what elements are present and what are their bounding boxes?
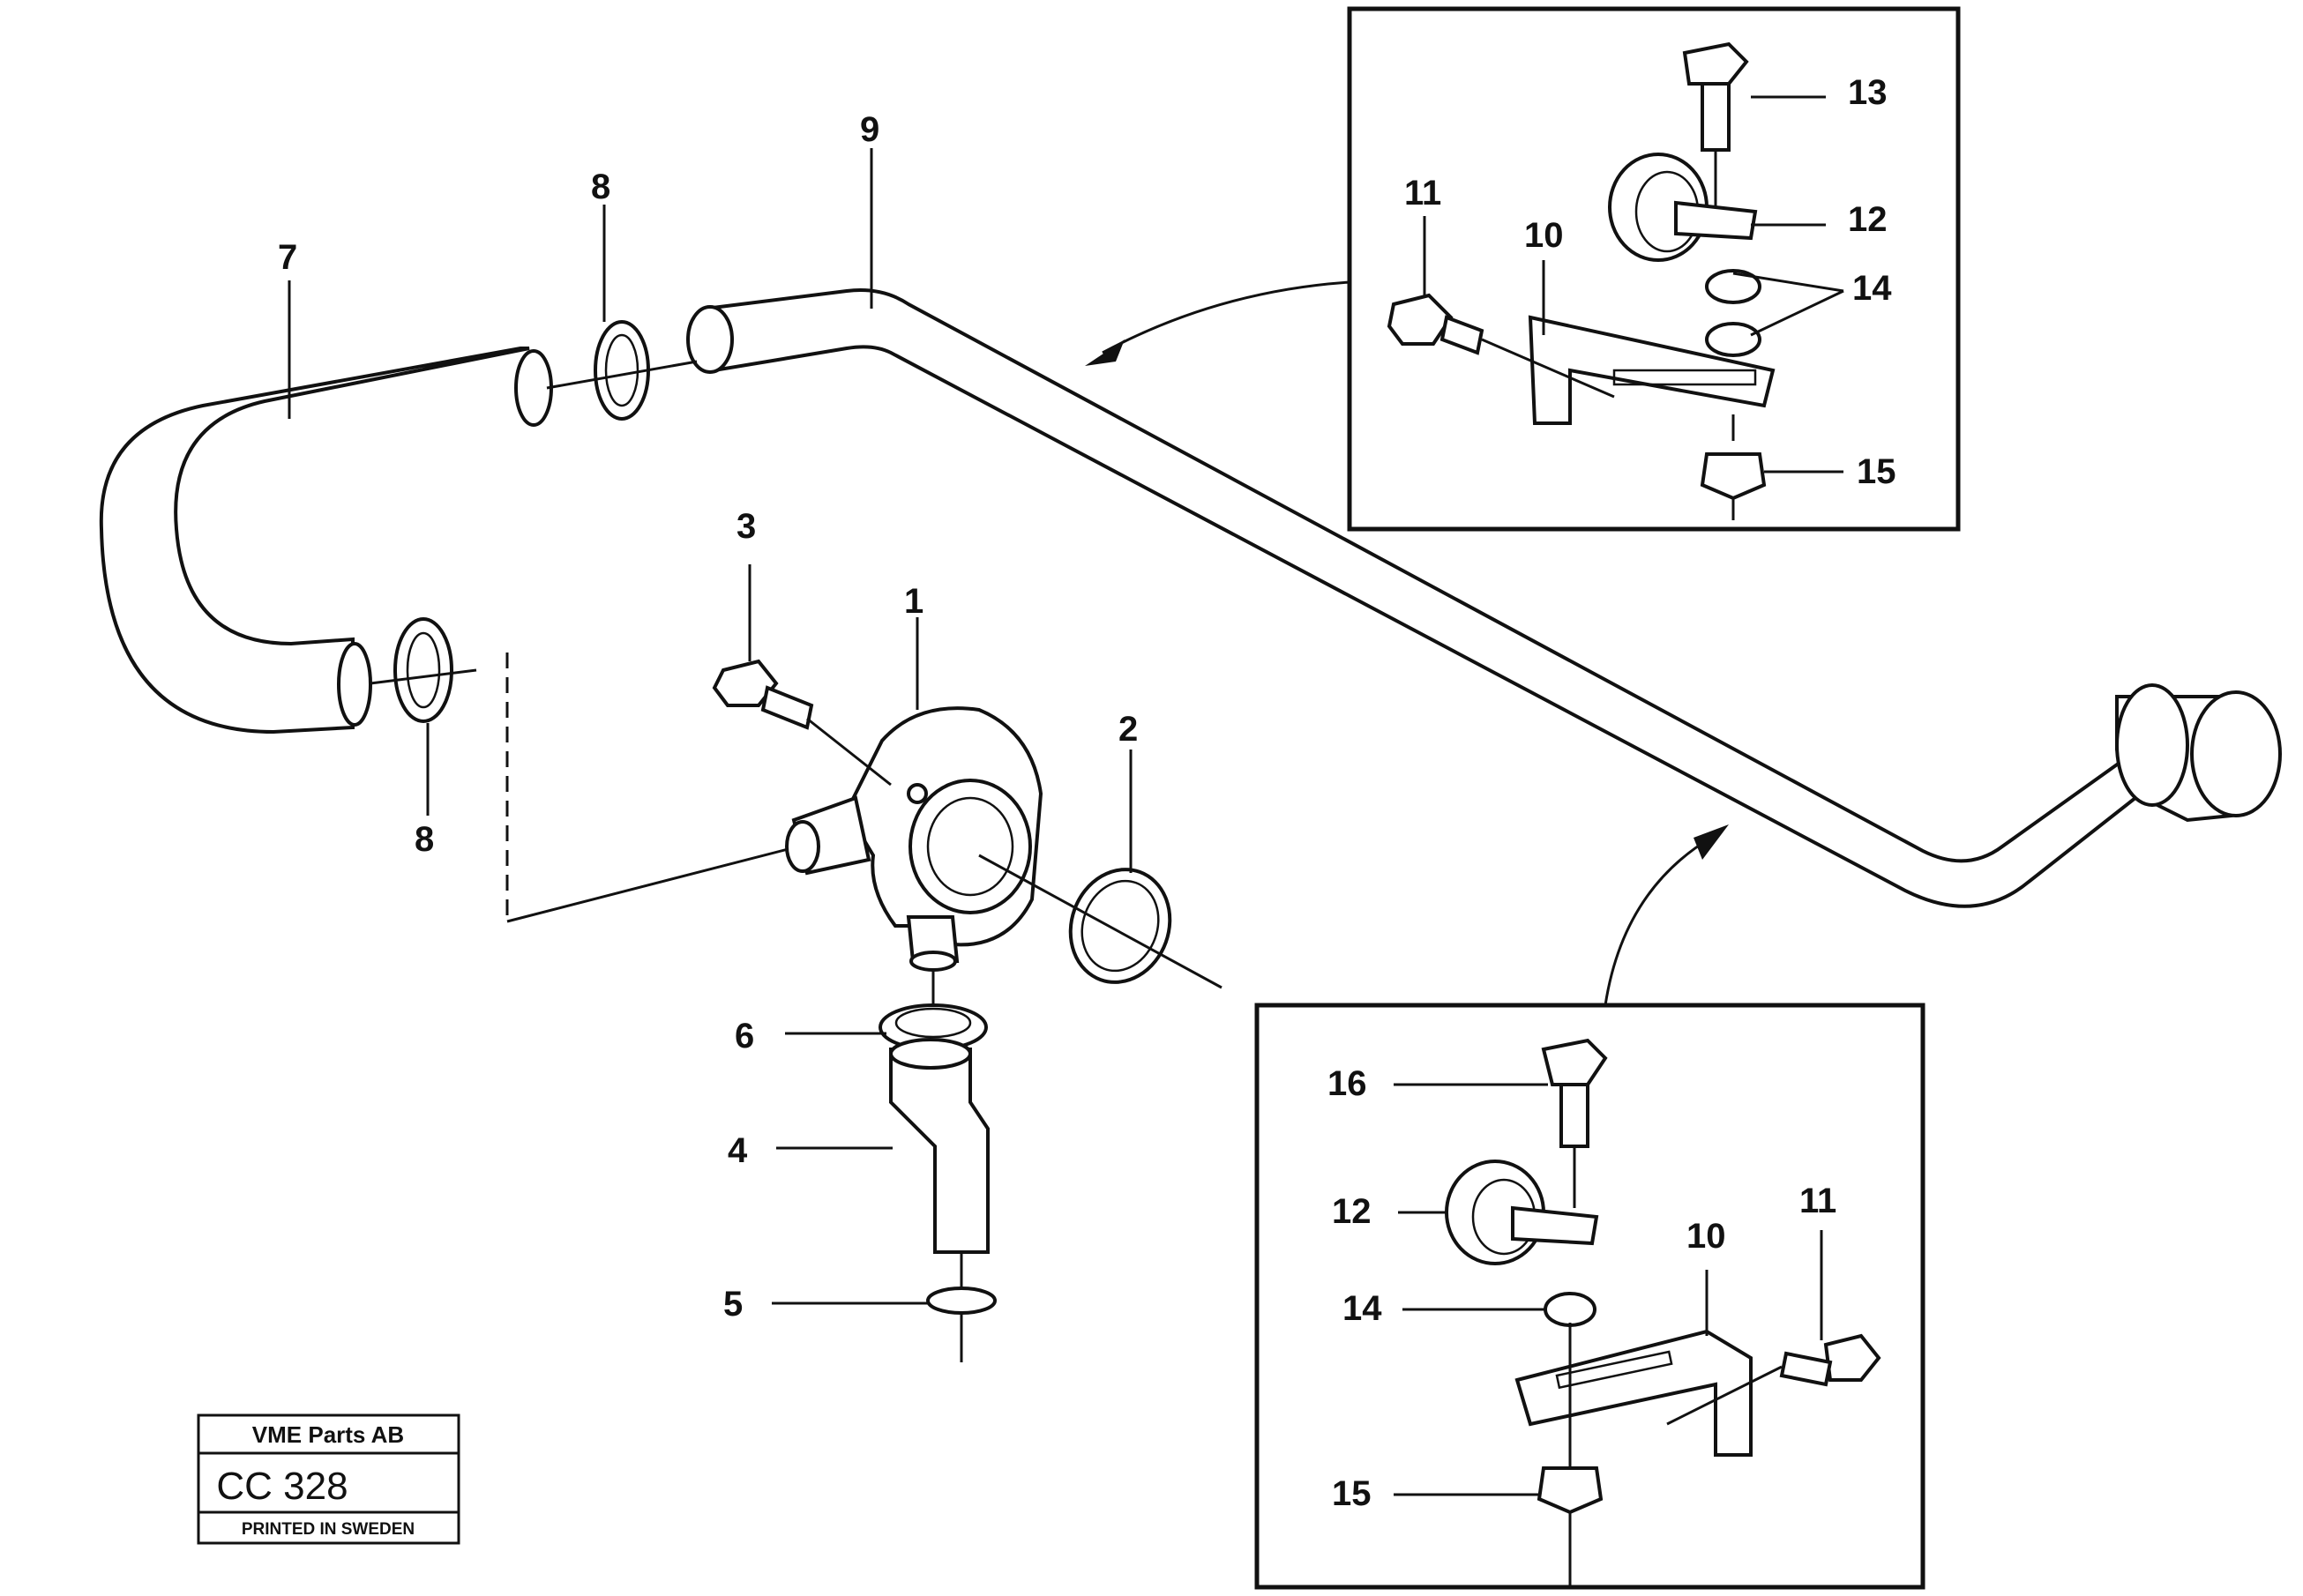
o-ring-2 (978, 854, 1223, 989)
label-part-9: 9 (860, 110, 879, 149)
label-part-8-lower: 8 (415, 820, 434, 859)
label-part-2: 2 (1118, 710, 1138, 749)
label-part-4: 4 (728, 1131, 748, 1170)
label-bottom-16: 16 (1327, 1064, 1367, 1103)
thermostat-housing-1 (785, 706, 1043, 972)
hose-4 (889, 1038, 990, 1254)
label-bottom-14: 14 (1342, 1289, 1382, 1328)
label-top-15: 15 (1857, 452, 1896, 491)
label-top-13: 13 (1848, 73, 1888, 112)
hose-clamp-8-lower (370, 617, 477, 723)
label-top-14: 14 (1852, 269, 1892, 308)
label-bottom-10: 10 (1686, 1217, 1726, 1256)
label-part-3: 3 (737, 507, 756, 546)
label-bottom-15: 15 (1332, 1474, 1372, 1513)
inset-bottom (1254, 824, 1925, 1590)
stamp-company: VME Parts AB (252, 1421, 404, 1448)
label-part-1: 1 (904, 582, 923, 621)
label-bottom-12: 12 (1332, 1192, 1372, 1231)
label-part-7: 7 (278, 238, 297, 277)
hose-clamp-6 (879, 970, 988, 1051)
stamp-printed: PRINTED IN SWEDEN (242, 1520, 415, 1539)
stamp-code: CC 328 (216, 1465, 348, 1508)
inset-top (1085, 6, 1961, 532)
hose-clip-5 (926, 1252, 997, 1362)
label-top-10: 10 (1524, 216, 1564, 255)
label-bottom-11: 11 (1799, 1182, 1836, 1220)
label-part-5: 5 (723, 1285, 743, 1324)
hose-clamp-8-upper (546, 320, 698, 421)
label-top-11: 11 (1404, 174, 1441, 213)
label-part-6: 6 (735, 1017, 754, 1055)
label-top-12: 12 (1848, 200, 1888, 239)
hose-7 (99, 347, 553, 735)
label-part-8-upper: 8 (591, 168, 610, 206)
bolt-3 (712, 659, 892, 787)
stamp: VME Parts AB CC 328 PRINTED IN SWEDEN (197, 1413, 460, 1545)
pipe-9 (686, 288, 2282, 908)
